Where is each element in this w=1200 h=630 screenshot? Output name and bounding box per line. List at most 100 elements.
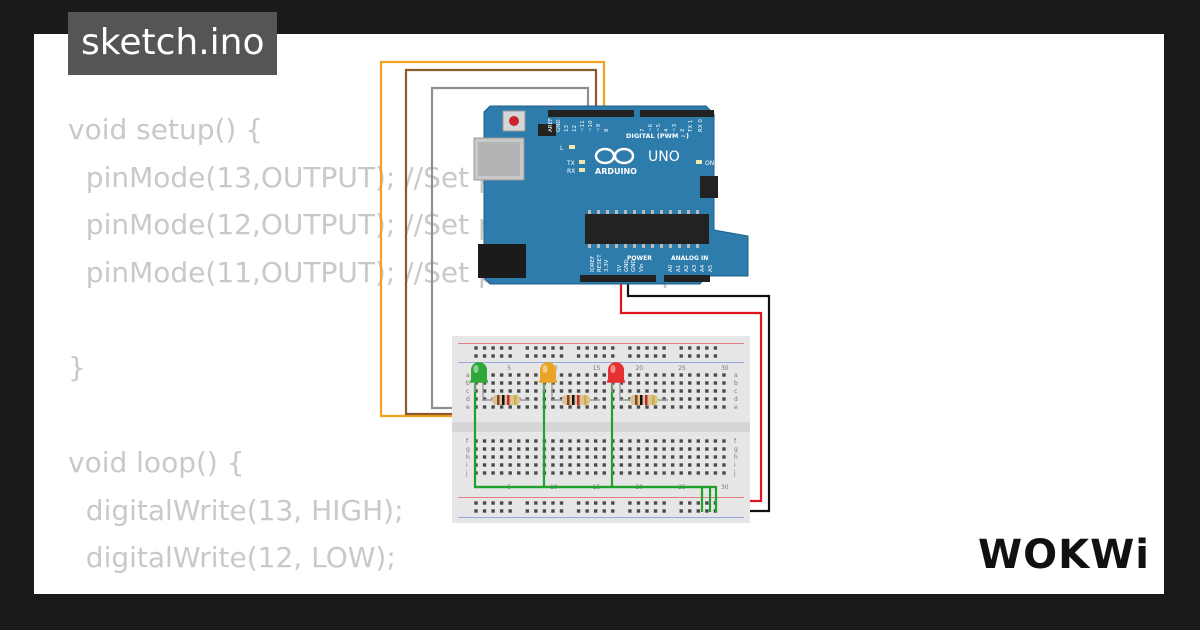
hole [551, 354, 555, 358]
microcontroller-chip [585, 214, 709, 244]
hole [611, 509, 615, 513]
hole [534, 346, 538, 350]
hole [696, 509, 700, 513]
hole [508, 381, 512, 385]
hole [679, 439, 683, 443]
code-line: void setup() { [68, 113, 264, 146]
hole [576, 509, 581, 513]
column-number: 5 [507, 365, 511, 372]
hole [594, 455, 598, 459]
hole [628, 463, 632, 467]
led-rx-indicator [579, 168, 585, 172]
hole [688, 439, 692, 443]
hole [645, 439, 649, 443]
hole [508, 501, 512, 505]
hole [628, 447, 632, 451]
bottom-pin-label: Vin [639, 263, 645, 272]
hole [482, 346, 487, 350]
hole [585, 501, 589, 505]
hole [619, 455, 624, 459]
arduino-uno-board[interactable]: L TX RX ON DIGITAL (PWM ~) ARDUINO UNO P… [473, 105, 749, 285]
hole [653, 405, 658, 409]
hole [653, 373, 658, 377]
hole [568, 447, 572, 451]
hole [491, 381, 495, 385]
row-letter: d [734, 396, 738, 403]
board-label-l: L [560, 145, 564, 152]
hole [517, 447, 521, 451]
hole [628, 381, 632, 385]
hole [482, 354, 487, 358]
hole [482, 509, 487, 513]
hole [482, 471, 487, 475]
led-green[interactable] [470, 362, 488, 398]
hole [474, 501, 478, 505]
hole [508, 389, 512, 393]
hole [551, 405, 555, 409]
hole [559, 381, 564, 385]
hole [696, 346, 700, 350]
hole [568, 455, 572, 459]
hole [713, 346, 718, 350]
hole [722, 405, 726, 409]
top-pin-label: ~5 [656, 123, 662, 132]
hole [722, 389, 726, 393]
hole [696, 471, 700, 475]
hole [525, 439, 529, 443]
hole [688, 346, 692, 350]
hole [679, 509, 683, 513]
hole [517, 471, 521, 475]
hole [670, 397, 675, 401]
hole [594, 463, 598, 467]
hole [525, 471, 529, 475]
hole [576, 439, 581, 443]
hole [491, 373, 495, 377]
hole [499, 373, 504, 377]
resistor[interactable] [482, 395, 530, 405]
hole [619, 439, 624, 443]
hole [670, 389, 675, 393]
hole [619, 389, 624, 393]
top-pin-label: GND [556, 119, 562, 132]
hole [534, 397, 538, 401]
hole [628, 471, 632, 475]
hole [534, 439, 538, 443]
resistor[interactable] [620, 395, 668, 405]
hole [499, 501, 504, 505]
hole [482, 397, 487, 401]
hole [585, 354, 589, 358]
hole [696, 397, 700, 401]
hole [636, 381, 641, 385]
led-yellow[interactable] [539, 362, 557, 398]
hole [551, 439, 555, 443]
hole [679, 381, 683, 385]
hole [499, 354, 504, 358]
green-jumper-wires [473, 384, 718, 512]
hole [645, 389, 649, 393]
board-label-power: POWER [627, 255, 652, 262]
hole [713, 389, 718, 393]
hole [696, 405, 700, 409]
row-letter: a [734, 372, 738, 379]
row-letter: b [466, 380, 470, 387]
hole [705, 397, 709, 401]
hole [713, 455, 718, 459]
breadboard[interactable]: 5510101515202025253030 aabbccddeeffgghhi… [452, 336, 750, 523]
hole [491, 389, 495, 393]
analog-header [664, 275, 710, 282]
power-header [580, 275, 656, 282]
hole [551, 501, 555, 505]
led-red[interactable] [607, 362, 625, 398]
hole [713, 463, 718, 467]
bottom-pin-label: A4 [700, 264, 706, 272]
hole [491, 346, 495, 350]
resistor[interactable] [552, 395, 600, 405]
hole [662, 455, 666, 459]
hole [517, 373, 521, 377]
hole [508, 509, 512, 513]
hole [499, 471, 504, 475]
hole [653, 439, 658, 443]
hole [576, 346, 581, 350]
hole [568, 381, 572, 385]
